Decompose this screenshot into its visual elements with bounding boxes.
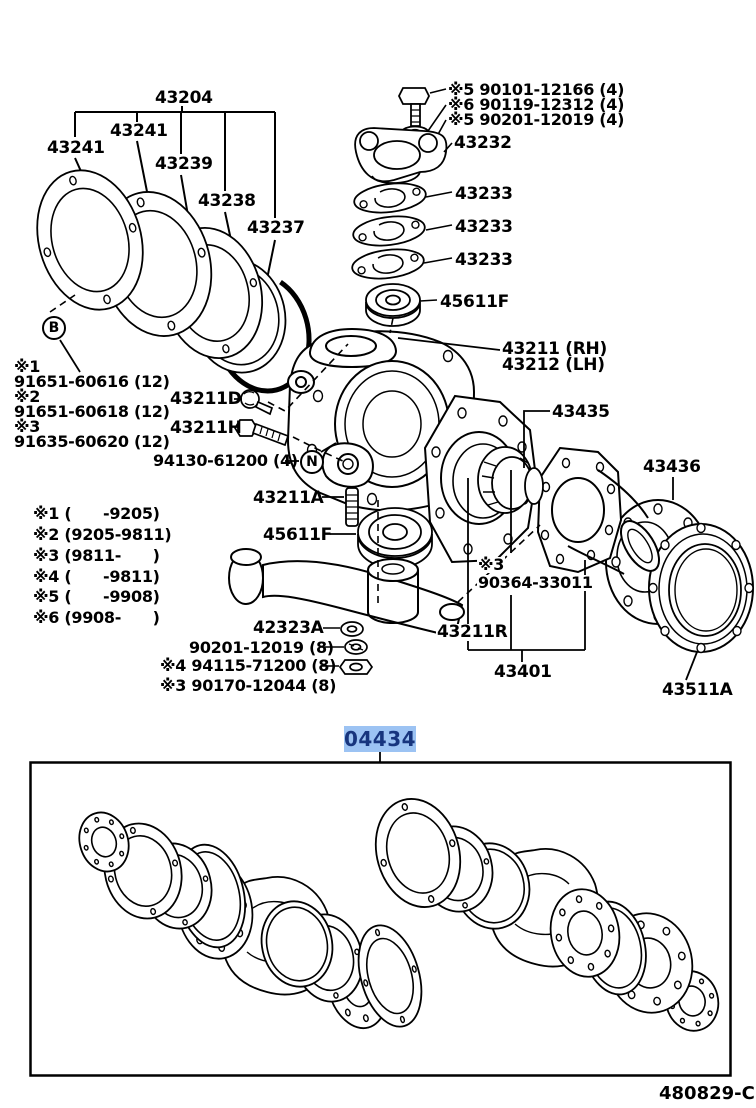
part-label-43238: 43238 bbox=[198, 191, 256, 211]
part-label-43241-left: 43241 bbox=[47, 138, 105, 158]
knuckle-arm-art bbox=[228, 548, 465, 639]
knuckle-housing-art bbox=[286, 327, 476, 512]
part-label-43233-3: 43233 bbox=[455, 250, 513, 270]
part-label-43435: 43435 bbox=[552, 402, 610, 422]
bearing-45611f-mid-art bbox=[357, 507, 433, 569]
bearing-cone-art bbox=[477, 446, 544, 514]
part-label-43211r: 43211R bbox=[436, 622, 509, 642]
range-note-3: ※3 (9811- ) bbox=[33, 546, 160, 565]
range-note-5: ※5 ( -9908) bbox=[33, 587, 160, 606]
drawing-number: 480829-C bbox=[659, 1083, 755, 1104]
part-label-90170: ※3 90170-12044 (8) bbox=[160, 676, 337, 695]
part-label-43211h: 43211H bbox=[170, 418, 242, 438]
part-label-43511a: 43511A bbox=[662, 680, 733, 700]
part-label-43401: 43401 bbox=[494, 662, 552, 682]
part-label-94115: ※4 94115-71200 (8) bbox=[160, 656, 337, 675]
note-label-90201-4: ※5 90201-12019 (4) bbox=[448, 110, 625, 129]
part-label-43436: 43436 bbox=[643, 457, 701, 477]
range-note-4: ※4 ( -9811) bbox=[33, 567, 160, 586]
leader-lines-art bbox=[59, 337, 674, 762]
part-label-43237: 43237 bbox=[247, 218, 305, 238]
note-mark-2: ※2 bbox=[14, 387, 41, 406]
ring-43511a-art bbox=[648, 522, 754, 681]
part-label-43241-top: 43241 bbox=[110, 121, 168, 141]
washer-stack-art bbox=[320, 621, 374, 675]
kit-part-link-04434[interactable]: 04434 bbox=[343, 726, 417, 752]
part-label-43233-1: 43233 bbox=[455, 184, 513, 204]
range-note-6: ※6 (9908- ) bbox=[33, 608, 160, 627]
note-label-90101: ※5 90101-12166 (4) bbox=[448, 80, 625, 99]
bearing-45611f-top-art bbox=[365, 283, 438, 327]
part-label-43233-2: 43233 bbox=[455, 217, 513, 237]
note-mark-3-right: ※3 bbox=[477, 555, 506, 574]
part-label-43204: 43204 bbox=[155, 88, 213, 108]
part-label-42323a: 42323A bbox=[253, 618, 324, 638]
bolt-43211h-art bbox=[233, 419, 290, 447]
gaskets-43233-art bbox=[351, 182, 453, 280]
note-label-90119: ※6 90119-12312 (4) bbox=[448, 95, 625, 114]
bolt-43211d-art bbox=[234, 389, 274, 416]
stud-43211a-art bbox=[345, 487, 359, 527]
circled-letter-b: B bbox=[42, 316, 66, 340]
note-part-91635-60620: 91635-60620 (12) bbox=[14, 432, 170, 451]
camber-plate-art bbox=[354, 127, 453, 184]
spindle-43401-art bbox=[536, 446, 661, 575]
part-label-45611f-mid: 45611F bbox=[263, 525, 332, 545]
note-part-91651-60616: 91651-60616 (12) bbox=[14, 372, 170, 391]
note-mark-3: ※3 bbox=[14, 417, 41, 436]
part-label-43211d: 43211D bbox=[170, 389, 242, 409]
range-note-2: ※2 (9205-9811) bbox=[33, 525, 172, 544]
note-mark-1: ※1 bbox=[14, 357, 41, 376]
gasket-stack-art bbox=[21, 158, 321, 401]
part-label-43211a: 43211A bbox=[253, 488, 324, 508]
part-label-43239: 43239 bbox=[155, 154, 213, 174]
range-note-1: ※1 ( -9205) bbox=[33, 504, 160, 523]
dashed-lines-art bbox=[49, 294, 541, 608]
part-label-94130: 94130-61200 (4) bbox=[153, 451, 298, 470]
part-label-90364: 90364-33011 bbox=[477, 573, 594, 592]
part-label-90201-8: 90201-12019 (8) bbox=[189, 638, 334, 657]
circled-letter-n: N bbox=[300, 450, 324, 474]
kit-box-art bbox=[29, 763, 731, 1076]
note-part-91651-60618: 91651-60618 (12) bbox=[14, 402, 170, 421]
part-label-43212-lh: 43212 (LH) bbox=[502, 355, 605, 375]
part-label-43211-rh: 43211 (RH) bbox=[502, 339, 607, 359]
part-label-43232: 43232 bbox=[454, 133, 512, 153]
part-label-45611f-top: 45611F bbox=[440, 292, 509, 312]
